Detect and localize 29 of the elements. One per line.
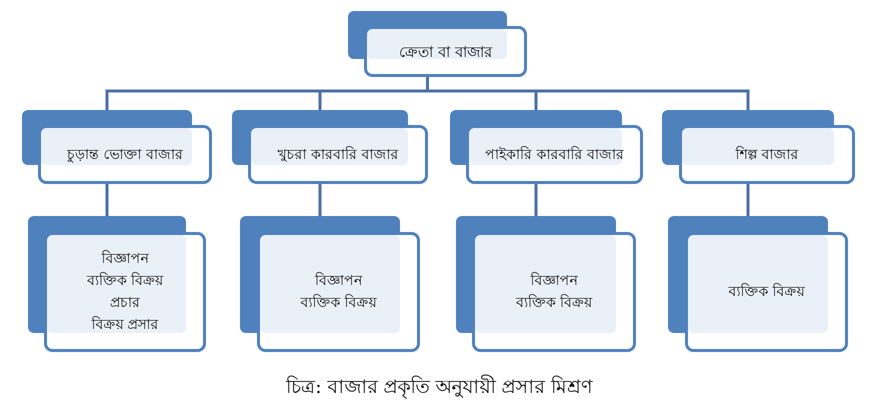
connector-line xyxy=(426,77,750,110)
process-box xyxy=(28,216,206,352)
process-box xyxy=(22,110,212,184)
connector-line xyxy=(746,184,750,216)
box-label: ব্যক্তিক বিক্রয় xyxy=(516,293,592,313)
process-box xyxy=(348,11,527,77)
box-label: শিল্প বাজার xyxy=(735,145,799,164)
box-label: খুচরা কারবারি বাজার xyxy=(278,145,398,164)
box-label: বিজ্ঞাপন xyxy=(530,271,578,291)
connector-line xyxy=(318,184,322,216)
box-label: বিজ্ঞাপন xyxy=(102,249,148,269)
process-box xyxy=(450,110,643,184)
figure-caption: চিত্র: বাজার প্রকৃতি অনুযায়ী প্রসার মিশ্রণ xyxy=(284,374,594,401)
process-box xyxy=(668,216,848,352)
box-label: ক্রেতা বা বাজার xyxy=(399,42,492,62)
process-box xyxy=(456,216,636,352)
process-box xyxy=(240,216,420,352)
box-label: ব্যক্তিক বিক্রয় xyxy=(86,271,164,291)
connector-line xyxy=(534,184,538,216)
box-label: চুড়ান্ত ভোক্তা বাজার xyxy=(67,146,183,165)
connector-line xyxy=(106,184,108,216)
box-label: বিজ্ঞাপন xyxy=(315,271,362,291)
box-label: প্রচার xyxy=(110,294,140,313)
box-label: বিক্রয় প্রসার xyxy=(91,315,159,335)
process-box xyxy=(232,110,428,184)
process-box xyxy=(662,110,855,184)
box-label: পাইকারি কারবারি বাজার xyxy=(485,145,624,164)
box-label: ব্যক্তিক বিক্রয় xyxy=(728,282,805,302)
box-label: ব্যক্তিক বিক্রয় xyxy=(300,293,377,313)
